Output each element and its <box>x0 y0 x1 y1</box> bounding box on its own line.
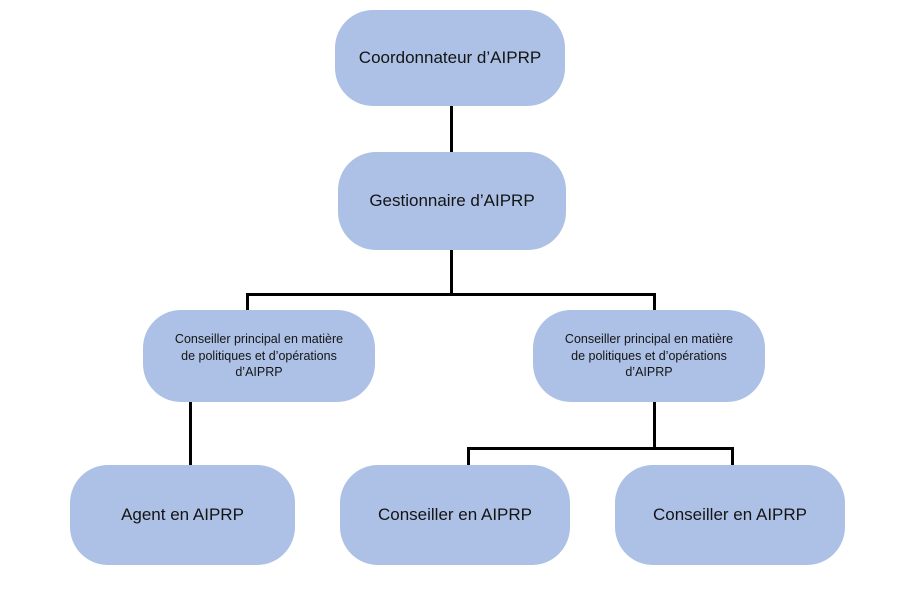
node-coordonnateur-label: Coordonnateur d’AIPRP <box>358 47 542 67</box>
connector-conseiller-principal-1-to-agent <box>189 401 192 467</box>
connector-bus-gestionnaire <box>246 293 656 296</box>
node-conseiller-aiprp-2-label: Conseiller en AIPRP <box>652 504 808 524</box>
node-conseiller-aiprp-2: Conseiller en AIPRP <box>615 465 845 565</box>
node-gestionnaire-label: Gestionnaire d’AIPRP <box>369 190 535 210</box>
node-conseiller-aiprp-1-label: Conseiller en AIPRP <box>377 504 533 524</box>
node-conseiller-principal-2-label: Conseiller principal en matière de polit… <box>564 332 734 380</box>
connector-conseiller-principal-2-drop <box>653 401 656 449</box>
connector-bus-conseiller-principal-2 <box>467 447 734 450</box>
node-conseiller-principal-1-label: Conseiller principal en matière de polit… <box>174 332 344 380</box>
connector-gestionnaire-drop <box>450 249 453 296</box>
node-conseiller-aiprp-1: Conseiller en AIPRP <box>340 465 570 565</box>
connector-coordonnateur-to-gestionnaire <box>450 105 453 154</box>
connector-bus-gestionnaire-right-branch <box>653 293 656 313</box>
node-coordonnateur: Coordonnateur d’AIPRP <box>335 10 565 106</box>
node-gestionnaire: Gestionnaire d’AIPRP <box>338 152 566 250</box>
connector-bus-gestionnaire-left-branch <box>246 293 249 313</box>
connector-bus-conseillers-left-branch <box>467 447 470 467</box>
node-conseiller-principal-1: Conseiller principal en matière de polit… <box>143 310 375 402</box>
node-agent-aiprp: Agent en AIPRP <box>70 465 295 565</box>
node-agent-aiprp-label: Agent en AIPRP <box>121 504 244 524</box>
node-conseiller-principal-2: Conseiller principal en matière de polit… <box>533 310 765 402</box>
connector-bus-conseillers-right-branch <box>731 447 734 467</box>
